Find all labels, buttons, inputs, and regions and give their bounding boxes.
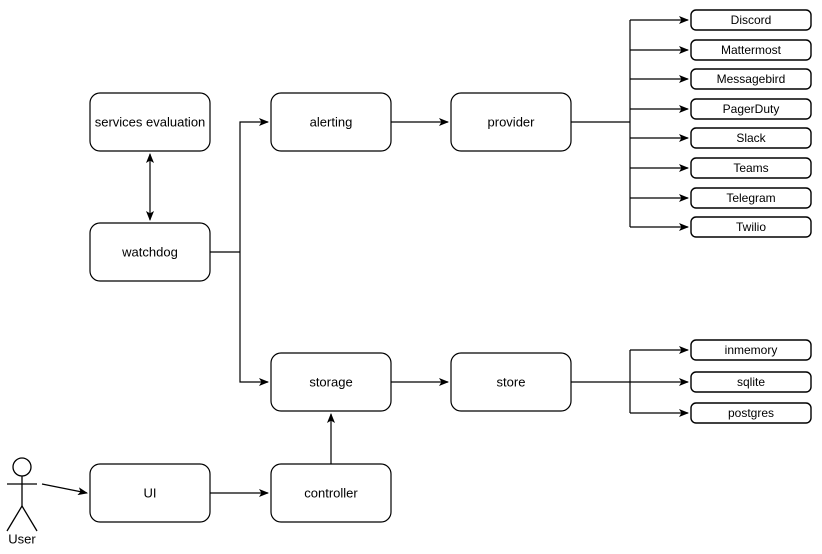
stores-item[interactable]: sqlite	[690, 371, 812, 393]
providers-item[interactable]: Slack	[690, 127, 812, 149]
providers-item-box	[690, 187, 812, 209]
providers-item-box	[690, 157, 812, 179]
nodes-layer: services evaluation watchdog alerting provi…	[89, 92, 572, 523]
providers-item-label: Slack	[736, 131, 766, 145]
providers-item[interactable]: Mattermost	[690, 39, 812, 61]
providers-item-box	[690, 9, 812, 31]
node-label: controller	[304, 485, 358, 500]
stores-item-label: postgres	[728, 406, 774, 420]
node-label: provider	[488, 114, 536, 129]
providers-item-box	[690, 127, 812, 149]
actor-user[interactable]: User	[6, 457, 38, 546]
providers-item-box	[690, 216, 812, 238]
providers-item-label: Telegram	[726, 191, 775, 205]
node-box	[89, 92, 211, 152]
node-label: storage	[309, 374, 352, 389]
stores-item-box	[690, 339, 812, 361]
node-storage[interactable]: storage	[270, 352, 392, 412]
node-label: UI	[144, 485, 157, 500]
node-box	[270, 352, 392, 412]
providers-item[interactable]: Messagebird	[690, 68, 812, 90]
stores-item-box	[690, 371, 812, 393]
node-box	[450, 92, 572, 152]
node-box	[270, 463, 392, 523]
providers-item-box	[690, 68, 812, 90]
providers-item[interactable]: Discord	[690, 9, 812, 31]
stores-item[interactable]: postgres	[690, 402, 812, 424]
edge-watchdog-alerting	[239, 118, 269, 252]
stores-item[interactable]: inmemory	[690, 339, 812, 361]
providers-item[interactable]: Twilio	[690, 216, 812, 238]
edges-layer	[41, 16, 689, 497]
node-controller[interactable]: controller	[270, 463, 392, 523]
node-box	[270, 92, 392, 152]
providers-item-label: Discord	[731, 13, 772, 27]
node-box	[89, 463, 211, 523]
actor-leg-left	[6, 505, 23, 532]
node-ui[interactable]: UI	[89, 463, 211, 523]
providers-item[interactable]: Teams	[690, 157, 812, 179]
node-label: watchdog	[121, 244, 178, 259]
node-watchdog[interactable]: watchdog	[89, 222, 211, 282]
node-label: alerting	[310, 114, 353, 129]
providers-item[interactable]: PagerDuty	[690, 98, 812, 120]
node-box	[450, 352, 572, 412]
providers-item-label: PagerDuty	[723, 102, 780, 116]
providers-item-label: Teams	[733, 161, 768, 175]
node-services-evaluation[interactable]: services evaluation	[89, 92, 211, 152]
stores-item-box	[690, 402, 812, 424]
stores-item-label: sqlite	[737, 375, 765, 389]
leaves-layer: DiscordMattermostMessagebirdPagerDutySla…	[690, 9, 812, 424]
providers-item-box	[690, 39, 812, 61]
providers-item-box	[690, 98, 812, 120]
providers-item-label: Messagebird	[717, 72, 786, 86]
actor-head-icon	[12, 457, 32, 477]
providers-item-label: Twilio	[736, 220, 766, 234]
node-provider[interactable]: provider	[450, 92, 572, 152]
edge-watchdog-storage	[239, 252, 269, 386]
actor-label: User	[8, 531, 36, 546]
node-box	[89, 222, 211, 282]
node-label: services evaluation	[95, 114, 206, 129]
providers-item-label: Mattermost	[721, 43, 782, 57]
providers-item[interactable]: Telegram	[690, 187, 812, 209]
actor-layer: User	[6, 457, 38, 546]
node-alerting[interactable]: alerting	[270, 92, 392, 152]
actor-leg-right	[21, 505, 38, 532]
node-label: store	[497, 374, 526, 389]
stores-item-label: inmemory	[725, 343, 778, 357]
node-store[interactable]: store	[450, 352, 572, 412]
edge-user-ui	[41, 483, 88, 496]
